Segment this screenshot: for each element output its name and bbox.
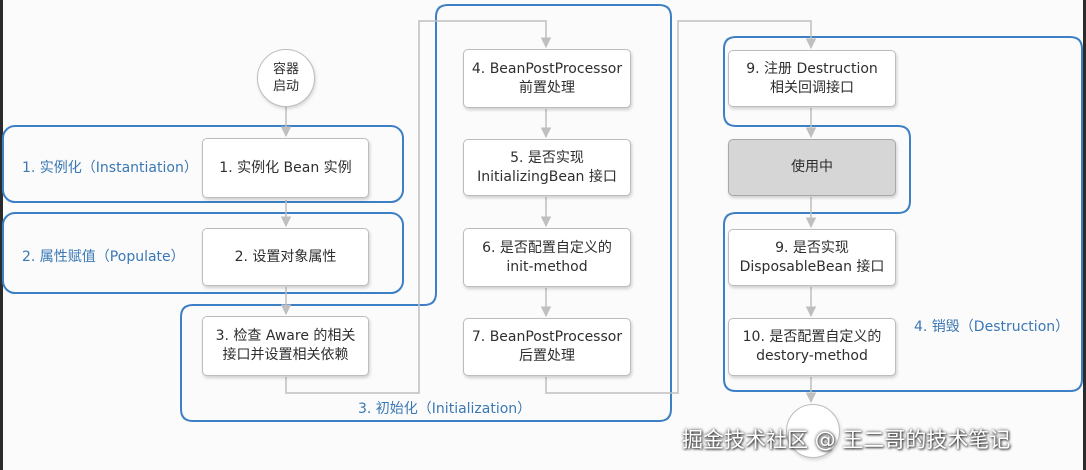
step-destroy-method-line1: 10. 是否配置自定义的 xyxy=(742,329,882,345)
step-register-destruction-line1: 9. 注册 Destruction xyxy=(746,60,878,77)
phase-box-populate xyxy=(2,212,404,294)
connector-step3-to-step4 xyxy=(285,20,552,394)
step-initializing-bean: 5. 是否实现 InitializingBean 接口 xyxy=(463,139,631,196)
step-register-destruction: 9. 注册 Destruction 相关回调接口 xyxy=(728,50,896,107)
step-instantiate-bean: 1. 实例化 Bean 实例 xyxy=(202,138,369,198)
step-disposable-bean-line1: 9. 是否实现 xyxy=(775,239,849,256)
phase-label-destruction: 4. 销毁（Destruction） xyxy=(914,319,1070,335)
state-in-use: 使用中 xyxy=(728,139,896,196)
phase-label-instantiation: 1. 实例化（Instantiation） xyxy=(22,160,198,176)
step-init-method-line1: 6. 是否配置自定义的 xyxy=(482,239,612,256)
frame-edge-left xyxy=(0,0,3,470)
step-bpp-after-line1: 7. BeanPostProcessor xyxy=(471,329,623,345)
start-node-line2: 启动 xyxy=(272,79,299,94)
step-disposable-bean: 9. 是否实现 DisposableBean 接口 xyxy=(728,229,896,286)
step-init-method: 6. 是否配置自定义的 init-method xyxy=(463,228,631,287)
container-start-node: 容器 启动 xyxy=(257,49,315,107)
phase-box-initialization xyxy=(180,4,672,422)
end-node xyxy=(786,404,840,458)
step-disposable-bean-line2: DisposableBean 接口 xyxy=(739,258,885,275)
step-bpp-before-line2: 前置处理 xyxy=(519,79,575,96)
step-bpp-before: 4. BeanPostProcessor 前置处理 xyxy=(463,49,631,108)
step-init-method-line2: init-method xyxy=(506,258,588,275)
connector-step7-to-step9 xyxy=(545,20,817,394)
step-bpp-after: 7. BeanPostProcessor 后置处理 xyxy=(463,318,631,376)
state-in-use-text: 使用中 xyxy=(791,159,833,175)
step-initializing-bean-line2: InitializingBean 接口 xyxy=(477,168,617,185)
watermark: 掘金技术社区 @ 王二哥的技术笔记 xyxy=(682,428,1011,452)
phase-box-instantiation xyxy=(2,125,404,203)
frame-edge-right xyxy=(1083,0,1086,470)
phase-box-destruction-upper xyxy=(723,36,1083,392)
step-destroy-method: 10. 是否配置自定义的 destory-method xyxy=(728,318,896,376)
step-instantiate-bean-text: 1. 实例化 Bean 实例 xyxy=(219,159,352,176)
step-check-aware-line2: 接口并设置相关依赖 xyxy=(222,347,349,363)
step-check-aware-line1: 3. 检查 Aware 的相关 xyxy=(215,328,356,344)
start-node-line1: 容器 xyxy=(272,62,299,77)
phase-label-populate: 2. 属性赋值（Populate） xyxy=(22,249,185,265)
step-register-destruction-line2: 相关回调接口 xyxy=(770,79,854,96)
step-set-properties-text: 2. 设置对象属性 xyxy=(234,248,337,265)
step-set-properties: 2. 设置对象属性 xyxy=(202,228,369,286)
step-destroy-method-line2: destory-method xyxy=(756,348,868,364)
step-check-aware: 3. 检查 Aware 的相关 接口并设置相关依赖 xyxy=(202,316,369,376)
step-initializing-bean-line1: 5. 是否实现 xyxy=(510,149,584,166)
step-bpp-after-line2: 后置处理 xyxy=(519,348,575,364)
step-bpp-before-line1: 4. BeanPostProcessor xyxy=(471,60,623,77)
phase-label-initialization: 3. 初始化（Initialization） xyxy=(358,401,532,417)
